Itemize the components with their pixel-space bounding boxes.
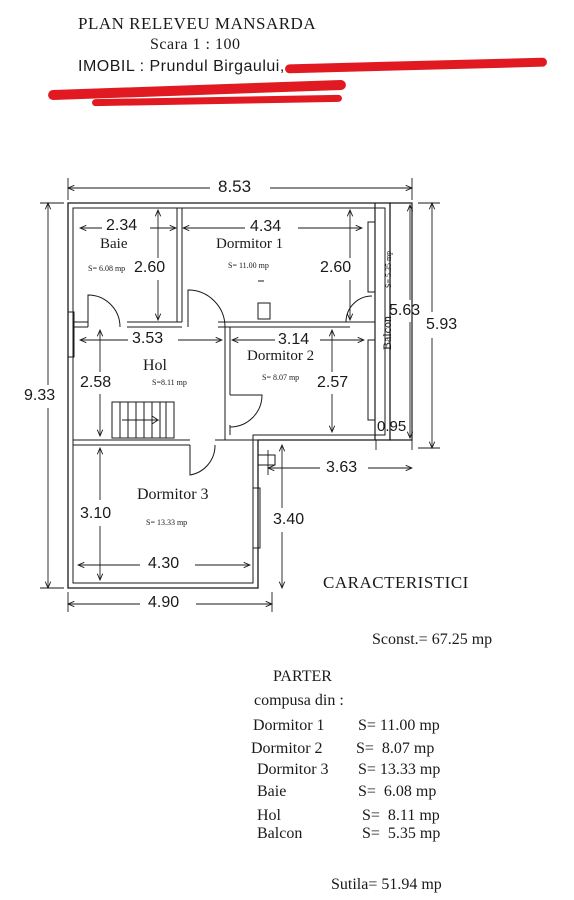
dim-step-width: 3.63 [326, 459, 358, 476]
dim-total-width: 8.53 [218, 177, 252, 196]
wall-dormitor1-bottom [218, 321, 375, 328]
dim-dormitor1-height: 2.60 [320, 259, 352, 276]
dim-dormitor2-height: 2.57 [317, 374, 349, 391]
characteristics-title: CARACTERISTICI [323, 573, 469, 592]
wall-hol-bottom [73, 439, 258, 446]
dim-dormitor3-width: 4.30 [148, 555, 180, 572]
dim-total-height: 9.33 [24, 387, 56, 404]
room-balcon-name: Balcon [380, 316, 394, 350]
door-dormitor2 [229, 394, 263, 428]
room-dormitor2-name: Dormitor 2 [247, 348, 315, 364]
dim-dormitor3-height: 3.10 [80, 505, 112, 522]
room-table-area: S= 6.08 mp [358, 783, 437, 800]
step [258, 454, 276, 466]
staircase [111, 401, 175, 439]
dim-balcon-width: 0.95 [377, 418, 407, 435]
level-name: PARTER [273, 668, 332, 685]
dim-balcon-height: 5.63 [389, 302, 421, 319]
dim-dormitor3-right-height: 3.40 [273, 511, 305, 528]
dim-right-height: 5.93 [426, 316, 458, 333]
room-table-name: Hol [257, 807, 281, 824]
window-dormitor3 [252, 487, 261, 549]
door-dormitor3 [189, 444, 216, 476]
room-table-area: S= 11.00 mp [358, 717, 440, 734]
wall-dormitor2-left [224, 327, 231, 440]
room-table-name: Dormitor 3 [257, 761, 329, 778]
room-dormitor1-area: S= 11.00 mp [228, 261, 269, 270]
room-table-area: S= 13.33 mp [358, 761, 441, 778]
wall-baie-dormitor1 [176, 208, 183, 322]
room-hol-area: S=8.11 mp [152, 378, 187, 387]
dim-baie-height: 2.60 [134, 259, 166, 276]
window-dormitor2 [367, 339, 376, 421]
room-table-area: S= 8.07 mp [356, 740, 435, 757]
dim-bottom-width: 4.90 [148, 594, 180, 611]
sconst-value: Sconst.= 67.25 mp [372, 631, 493, 648]
wall-baie-bottom [73, 321, 182, 328]
room-dormitor3-name: Dormitor 3 [137, 486, 209, 503]
outer-wall-inner [72, 207, 386, 584]
dim-baie-width: 2.34 [106, 217, 138, 234]
composed-label: compusa din : [254, 692, 344, 709]
room-dormitor1-name: Dormitor 1 [216, 236, 284, 252]
dim-hol-height: 2.58 [80, 374, 112, 391]
dim-hol-width: 3.53 [132, 330, 164, 347]
chimney [257, 302, 271, 320]
dim-dormitor1-width: 4.34 [250, 218, 282, 235]
room-baie-name: Baie [100, 236, 128, 252]
door-dormitor1 [187, 289, 226, 328]
sutila-value: Sutila= 51.94 mp [331, 876, 442, 893]
window-hol [67, 311, 75, 358]
room-dormitor2-area: S= 8.07 mp [262, 373, 300, 382]
property-address: IMOBIL : Prundul Birgaului, [78, 58, 285, 75]
plan-title: PLAN RELEVEU MANSARDA [78, 14, 317, 33]
room-table-area: S= 8.11 mp [362, 807, 440, 824]
room-table-name: Dormitor 2 [251, 740, 323, 757]
room-table-name: Dormitor 1 [253, 717, 325, 734]
window-dormitor1 [367, 221, 376, 293]
room-baie-area: S= 6.08 mp [88, 264, 126, 273]
room-table-name: Balcon [257, 825, 303, 842]
door-balcon [345, 295, 373, 323]
door-baie [87, 294, 121, 328]
room-hol-name: Hol [143, 357, 167, 374]
room-table-name: Baie [257, 783, 287, 800]
room-balcon-area: S= 5.35 mp [384, 250, 393, 288]
dim-dormitor2-width: 3.14 [278, 331, 310, 348]
plan-scale: Scara 1 : 100 [150, 36, 241, 53]
room-table-area: S= 5.35 mp [362, 825, 441, 842]
room-dormitor3-area: S= 13.33 mp [146, 518, 188, 527]
